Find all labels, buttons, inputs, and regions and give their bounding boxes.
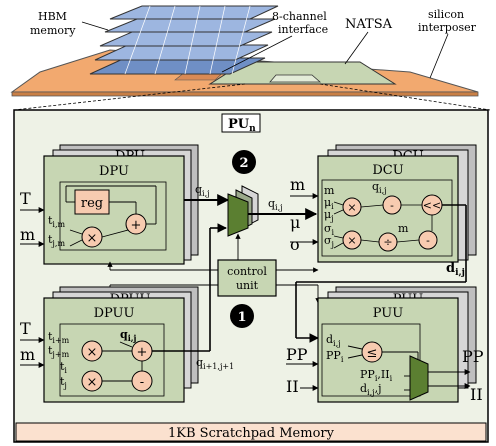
puu-front <box>317 297 459 403</box>
dpuu-t-i: ti <box>60 360 67 375</box>
dcu-sigma-i: σi <box>324 222 335 237</box>
dpu-front <box>43 155 185 265</box>
puu-in-ii: II <box>286 377 299 396</box>
badge-1-label: 1 <box>237 310 246 325</box>
dpuu-block: DPUU DPUU ti+m tj+m ti tj qi,j × + × - <box>43 286 199 403</box>
puu-comparator-sym: ≤ <box>367 346 378 361</box>
pu-title-box <box>221 113 261 133</box>
hbm-label-2: memory <box>30 24 76 37</box>
dcu-m2: m <box>398 222 409 235</box>
control-unit-label-2: unit <box>236 279 259 292</box>
dcu-title: DCU <box>372 163 403 178</box>
dpu-reg <box>74 189 110 215</box>
dpuu-mult-1-sym: × <box>87 345 98 360</box>
dcu-block: DCU DCU m μi μj σi σj qi,j m × - << × ÷ … <box>317 144 477 263</box>
dcu-shift-sym: << <box>423 199 441 212</box>
dpuu-mult-2-sym: × <box>87 375 98 390</box>
puu-pp-ii: PPi,IIi <box>360 368 393 383</box>
dpuu-out-q: qi+1,j+1 <box>196 356 234 371</box>
puu-d-ij2: di,j,j <box>360 382 382 397</box>
hbm-label-1: HBM <box>38 10 67 23</box>
dcu-in-mu: μ <box>290 213 300 232</box>
puu-block: PUU PUU di,j PPi ≤ PPi,IIi di,j,j <box>317 286 477 403</box>
badge-2-label: 2 <box>239 156 248 171</box>
dpu-title: DPU <box>99 164 129 179</box>
dpuu-q: qi,j <box>120 328 137 343</box>
puu-pp-i: PPi <box>326 349 344 364</box>
dpu-block: DPU DPU reg + × ti,m tj,m <box>43 144 199 265</box>
mux <box>227 193 249 237</box>
dcu-mult-1-sym: × <box>347 201 356 214</box>
dpuu-t-jm: tj+m <box>48 344 70 359</box>
mux-out-q: qi,j <box>268 197 283 212</box>
dcu-in-sigma: σ <box>290 235 301 254</box>
dcu-in-m: m <box>290 175 305 194</box>
dcu-minus-2-sym: - <box>426 234 430 247</box>
scratchpad <box>15 422 487 442</box>
mux-stack <box>227 185 259 237</box>
dpuu-t-im: ti+m <box>48 330 70 345</box>
badge-1 <box>230 304 254 328</box>
dcu-mult-2-sym: × <box>347 234 356 247</box>
dpu-in-m: m <box>20 225 35 244</box>
dpuu-title: DPUU <box>94 306 135 321</box>
puu-d: di,j <box>326 333 341 348</box>
control-unit <box>217 259 277 297</box>
dpuu-minus-sym: - <box>140 375 144 390</box>
control-unit-label-1: control <box>227 265 267 278</box>
dpu-reg-label: reg <box>81 196 103 211</box>
dpu-t-im: ti,m <box>48 214 66 229</box>
hbm-stack <box>89 5 279 75</box>
puu-out-pp: PP <box>462 347 484 366</box>
dcu-div-sym: ÷ <box>383 236 392 249</box>
puu-in-pp: PP <box>286 345 308 364</box>
dpuu-t-j: tj <box>60 375 67 390</box>
channel-label-2: interface <box>278 23 328 36</box>
dcu-m: m <box>324 184 335 197</box>
silicon-label-1: silicon <box>428 8 464 21</box>
dcu-mu-j: μj <box>324 208 334 223</box>
dcu-mu-i: μi <box>324 196 334 211</box>
dpu-in-t: T <box>20 189 31 208</box>
pu-title: PUn <box>228 117 256 134</box>
silicon-label-2: interposer <box>418 21 477 34</box>
dcu-q: qi,j <box>372 180 387 195</box>
channel-label-1: 8-channel <box>272 10 327 23</box>
dpuu-adder-sym: + <box>137 345 148 360</box>
puu-title: PUU <box>373 306 403 321</box>
badge-2 <box>232 150 256 174</box>
chip-stack: HBM memory 8-channel interface NATSA sil… <box>10 5 491 111</box>
natsa-label: NATSA <box>345 17 393 32</box>
dpuu-in-t: T <box>20 319 31 338</box>
dpuu-front <box>43 297 185 403</box>
dpuu-in-m: m <box>20 345 35 364</box>
dpu-out-q: qi,j <box>195 183 210 198</box>
dcu-sigma-j: σj <box>324 234 334 249</box>
scratchpad-label: 1KB Scratchpad Memory <box>168 426 335 441</box>
dpu-t-jm: tj,m <box>48 233 65 248</box>
dpu-mult-sym: × <box>87 231 98 246</box>
dpu-inner-box <box>59 181 167 251</box>
dpu-adder-sym: + <box>131 218 142 233</box>
dcu-out-d: di,j <box>446 261 465 278</box>
puu-mux <box>409 355 429 401</box>
puu-out-ii: II <box>470 385 483 404</box>
dcu-minus-1-sym: - <box>390 199 394 212</box>
